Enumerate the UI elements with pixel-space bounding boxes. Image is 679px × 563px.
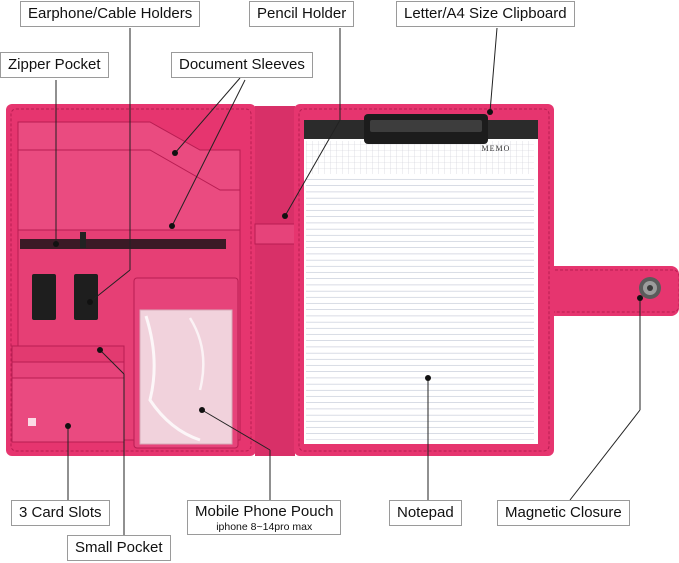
label-pencil-holder: Pencil Holder xyxy=(249,1,355,27)
label-text: Zipper Pocket xyxy=(8,56,101,73)
label-text: Earphone/Cable Holders xyxy=(28,5,193,22)
label-text: Mobile Phone Pouch xyxy=(195,503,334,520)
notepad-header: MEMO xyxy=(482,144,511,153)
label-magnetic-closure: Magnetic Closure xyxy=(497,500,630,526)
leader-lines xyxy=(55,27,641,536)
leader-dots xyxy=(53,109,643,429)
label-text: 3 Card Slots xyxy=(19,504,102,521)
label-small-pocket: Small Pocket xyxy=(67,535,171,561)
label-text: Pencil Holder xyxy=(257,5,347,22)
label-text: Small Pocket xyxy=(75,539,163,556)
label-card-slots: 3 Card Slots xyxy=(11,500,110,526)
right-panel xyxy=(294,104,554,456)
left-panel xyxy=(6,104,256,456)
label-text: Document Sleeves xyxy=(179,56,305,73)
label-subtext: iphone 8~14pro max xyxy=(216,521,313,533)
label-mobile-phone-pouch: Mobile Phone Pouch iphone 8~14pro max xyxy=(187,500,342,535)
magnetic-closure-strap xyxy=(540,266,679,316)
label-earphone-cable-holders: Earphone/Cable Holders xyxy=(20,1,201,27)
label-text: Magnetic Closure xyxy=(505,504,622,521)
label-text: Letter/A4 Size Clipboard xyxy=(404,5,567,22)
label-text: Notepad xyxy=(397,504,454,521)
spine xyxy=(254,106,296,456)
label-letter-a4-clipboard: Letter/A4 Size Clipboard xyxy=(396,1,575,27)
label-notepad: Notepad xyxy=(389,500,462,526)
label-zipper-pocket: Zipper Pocket xyxy=(0,52,109,78)
label-document-sleeves: Document Sleeves xyxy=(171,52,313,78)
